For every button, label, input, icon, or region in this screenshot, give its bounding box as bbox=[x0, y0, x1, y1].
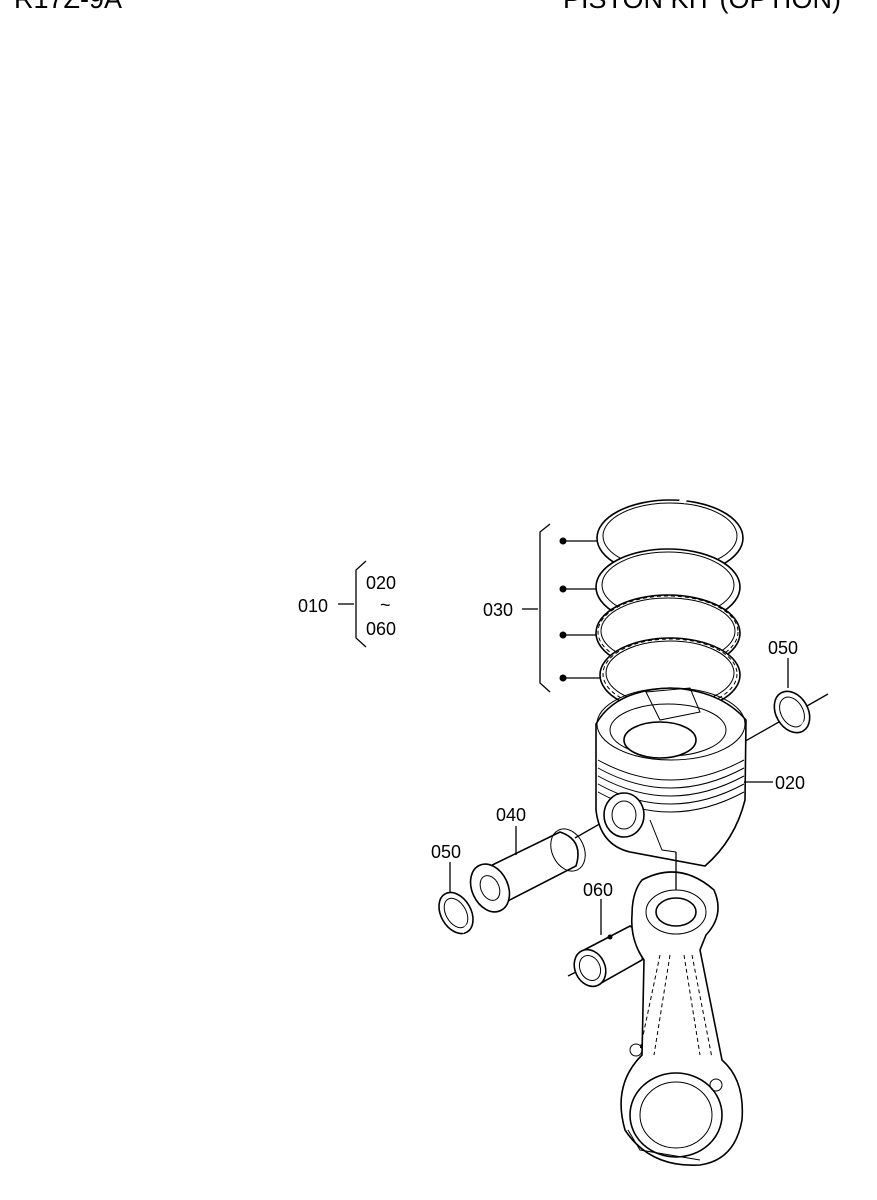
callout-030: 030 bbox=[483, 600, 513, 620]
callout-050-left: 050 bbox=[431, 842, 461, 862]
callout-020: 020 bbox=[775, 773, 805, 793]
piston-pin bbox=[469, 828, 586, 913]
callout-060-range: 060 bbox=[366, 619, 396, 639]
callout-range-separator: ~ bbox=[380, 595, 391, 615]
callout-050-right: 050 bbox=[768, 638, 798, 658]
bushing bbox=[573, 925, 645, 988]
piston bbox=[595, 687, 747, 867]
page-title: PISTON KIT (OPTION) bbox=[563, 0, 841, 13]
connecting-rod bbox=[620, 852, 744, 1166]
ring-bracket bbox=[522, 523, 602, 693]
circlip-right bbox=[773, 690, 811, 734]
model-code: R17Z-9A bbox=[14, 0, 122, 13]
callout-040: 040 bbox=[496, 805, 526, 825]
circlip-left bbox=[438, 891, 474, 935]
kit-bracket bbox=[338, 560, 367, 648]
callout-020-range: 020 bbox=[366, 573, 396, 593]
callout-060: 060 bbox=[583, 880, 613, 900]
callout-010: 010 bbox=[298, 596, 328, 616]
